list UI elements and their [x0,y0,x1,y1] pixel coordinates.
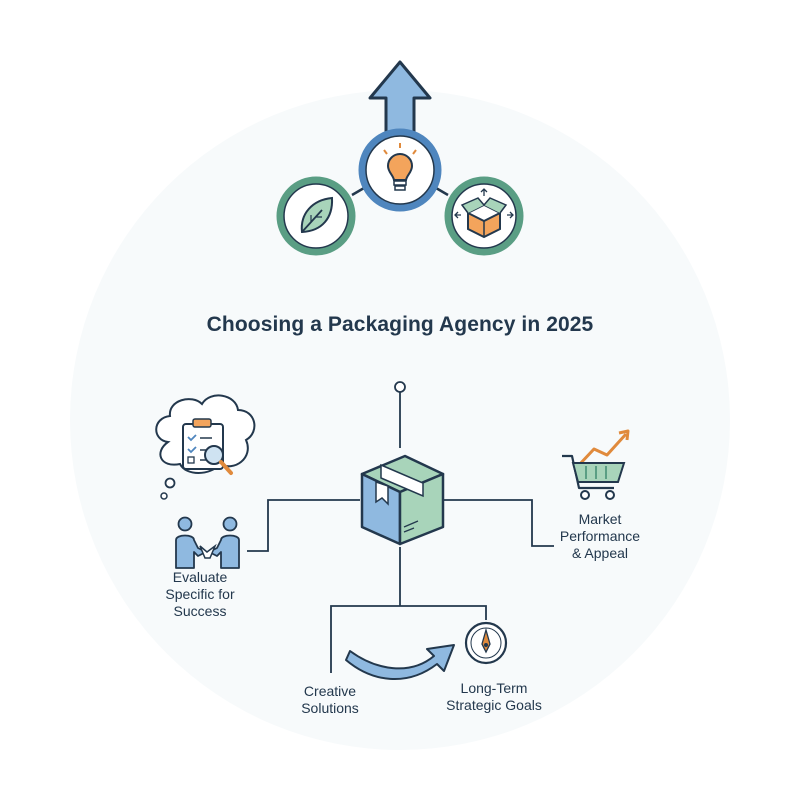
label-long-term: Long-Term Strategic Goals [424,680,564,714]
open-box-icon [444,176,524,256]
label-line: Evaluate [172,569,228,585]
curved-arrow-icon [345,644,455,681]
cart-trend-icon [562,429,630,500]
connector-lines [247,381,554,673]
label-line: Market [578,511,622,527]
label-line: Specific for [165,586,235,602]
label-line: Performance [559,528,641,544]
label-line: Success [173,603,227,619]
handshake-icon [175,516,240,569]
page-title: Choosing a Packaging Agency in 2025 [206,313,594,336]
label-creative: Creative Solutions [270,683,390,717]
label-line: Long-Term [460,680,528,696]
checklist-magnifier-icon [155,394,256,500]
compass-icon [464,621,508,665]
label-line: Solutions [301,700,359,716]
package-box-icon [360,454,445,546]
label-line: Strategic Goals [446,697,542,713]
lightbulb-icon [358,128,442,212]
leaf-icon [276,176,356,256]
label-line: Creative [303,683,357,699]
label-market: Market Performance & Appeal [540,511,660,562]
label-line: & Appeal [571,545,629,561]
cluster-connectors [351,186,449,197]
label-evaluate: Evaluate Specific for Success [140,569,260,620]
